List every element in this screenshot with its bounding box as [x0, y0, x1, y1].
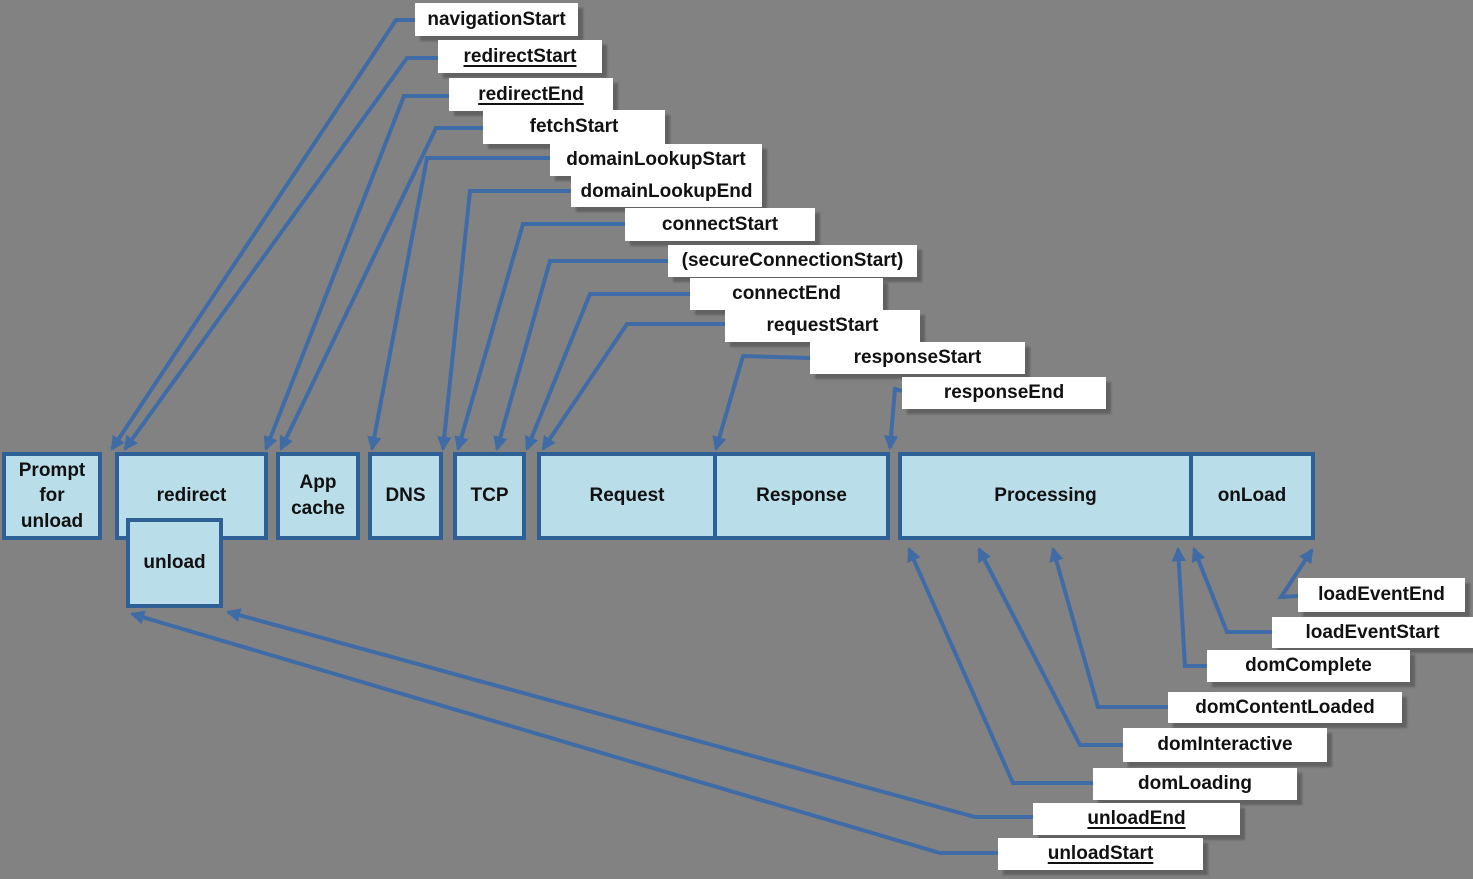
timeline-box-tcp: TCP [453, 452, 526, 540]
event-label-requestStart: requestStart [725, 310, 920, 342]
event-label-loadEventStart: loadEventStart [1272, 617, 1473, 648]
event-label-domComplete: domComplete [1207, 650, 1410, 682]
connector-domainLookupStart [367, 156, 550, 452]
event-label-text: responseEnd [943, 382, 1065, 403]
connector-secureConnectionStart [493, 259, 668, 452]
event-label-text: responseStart [853, 347, 982, 368]
event-label-navigationStart: navigationStart [415, 3, 578, 36]
event-label-text: domInteractive [1157, 734, 1293, 755]
event-label-secureConnectionStart: (secureConnectionStart) [668, 245, 917, 277]
event-label-responseStart: responseStart [810, 342, 1025, 374]
event-label-text: domainLookupEnd [580, 180, 753, 202]
timeline-box-app-cache: App cache [276, 452, 360, 540]
event-label-redirectEnd: redirectEnd [449, 78, 613, 111]
event-label-text: unloadStart [1047, 843, 1154, 864]
event-label-text: domainLookupStart [566, 149, 746, 170]
event-label-domContentLoaded: domContentLoaded [1168, 692, 1402, 723]
timeline-box-label: App cache [291, 472, 345, 519]
timeline-box-label: TCP [470, 485, 509, 507]
connector-loadEventStart [1191, 546, 1272, 634]
timeline-box-label: redirect [156, 485, 227, 507]
event-label-text: redirectEnd [478, 83, 584, 105]
connector-domLoading [907, 547, 1093, 785]
timeline-box-label: DNS [385, 485, 426, 507]
event-label-fetchStart: fetchStart [483, 110, 665, 144]
timeline-box-label: Request [589, 485, 665, 507]
event-label-connectEnd: connectEnd [690, 278, 883, 310]
event-label-responseEnd: responseEnd [902, 377, 1106, 409]
event-label-text: fetchStart [529, 116, 619, 137]
connector-domContentLoaded [1049, 546, 1168, 709]
connector-loadEventEnd [1277, 548, 1314, 600]
connector-fetchStart [279, 126, 483, 451]
connector-redirectEnd [263, 94, 449, 452]
event-label-connectStart: connectStart [625, 208, 815, 241]
timeline-box-dns: DNS [368, 452, 443, 540]
connector-responseEnd [883, 386, 903, 451]
event-label-text: unloadEnd [1087, 808, 1186, 829]
connector-navigationStart [110, 18, 415, 451]
connector-domInteractive [977, 547, 1123, 747]
connector-connectStart [454, 222, 625, 452]
event-label-loadEventEnd: loadEventEnd [1298, 578, 1465, 612]
connector-unloadStart [129, 610, 998, 855]
event-label-text: redirectStart [463, 45, 577, 67]
timeline-box-response: Response [713, 452, 890, 540]
timeline-box-prompt-for-unload: Prompt for unload [2, 452, 102, 540]
timeline-box-processing: Processing [898, 452, 1193, 540]
event-label-redirectStart: redirectStart [438, 40, 602, 73]
timeline-box-onload: onLoad [1189, 452, 1315, 540]
connector-domainLookupEnd [437, 189, 571, 452]
timeline-box-unload: unload [126, 518, 223, 608]
connector-requestStart [541, 322, 725, 451]
event-label-text: connectStart [661, 213, 779, 235]
timeline-box-label: Processing [994, 485, 1097, 507]
event-label-domInteractive: domInteractive [1123, 728, 1327, 762]
event-label-text: domLoading [1138, 773, 1252, 794]
timeline-box-label: onLoad [1217, 485, 1287, 507]
event-label-text: requestStart [766, 315, 879, 336]
event-label-text: connectEnd [732, 283, 841, 304]
connector-unloadEnd [225, 608, 1033, 819]
event-label-text: (secureConnectionStart) [681, 250, 904, 271]
event-label-text: loadEventStart [1305, 621, 1440, 643]
timeline-box-label: Response [756, 485, 847, 507]
connector-domComplete [1171, 546, 1207, 668]
event-label-unloadStart: unloadStart [998, 838, 1203, 870]
event-label-domainLookupStart: domainLookupStart [550, 144, 762, 176]
event-label-unloadEnd: unloadEnd [1033, 803, 1240, 835]
event-label-text: domComplete [1245, 655, 1372, 676]
timeline-box-request: Request [537, 452, 717, 540]
event-label-text: domContentLoaded [1195, 696, 1375, 718]
event-label-text: loadEventEnd [1318, 584, 1445, 605]
event-label-domainLookupEnd: domainLookupEnd [571, 176, 762, 207]
connector-redirectStart [123, 56, 438, 451]
connector-responseStart [712, 353, 811, 452]
timeline-box-label: Prompt for unload [18, 459, 86, 532]
event-label-domLoading: domLoading [1093, 768, 1297, 800]
connector-connectEnd [524, 292, 690, 452]
timeline-box-label: unload [143, 552, 206, 574]
event-label-text: navigationStart [427, 8, 566, 30]
